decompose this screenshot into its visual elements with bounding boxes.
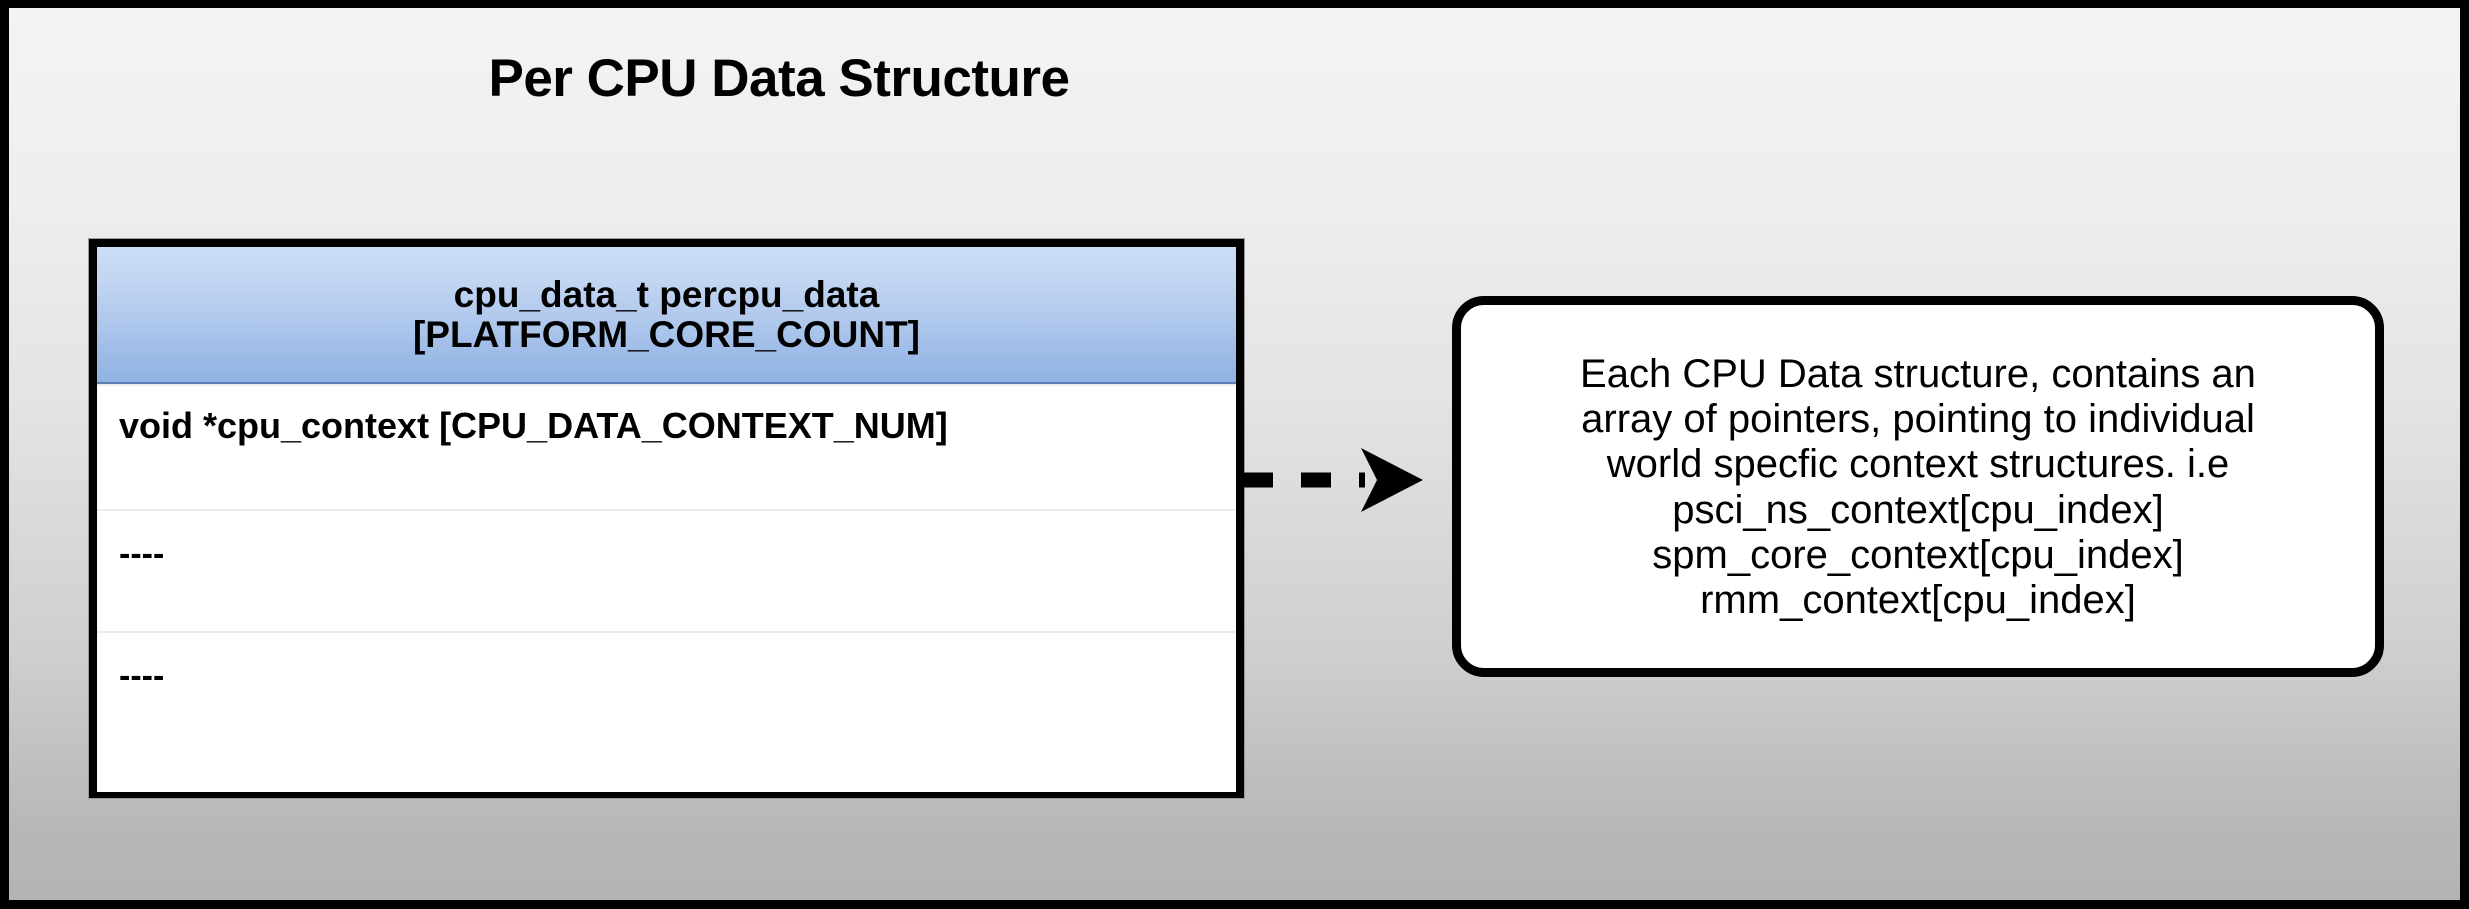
- page-title: Per CPU Data Structure: [488, 49, 1070, 108]
- note-line: world specfic context structures. i.e: [1606, 442, 2230, 487]
- table-row: ----: [97, 631, 1236, 755]
- table-row: void *cpu_context [CPU_DATA_CONTEXT_NUM]: [97, 384, 1236, 509]
- dashed-arrow-icon: [1241, 440, 1431, 520]
- struct-field-placeholder-1: ----: [119, 535, 165, 573]
- note-line: psci_ns_context[cpu_index]: [1672, 487, 2164, 532]
- diagram-canvas: Per CPU Data Structure cpu_data_t percpu…: [9, 8, 2460, 900]
- struct-field-placeholder-2: ----: [119, 657, 165, 695]
- note-line: array of pointers, pointing to individua…: [1581, 397, 2255, 442]
- note-line: spm_core_context[cpu_index]: [1652, 532, 2184, 577]
- callout-note: Each CPU Data structure, contains an arr…: [1452, 296, 2384, 677]
- percpu-data-struct-table: cpu_data_t percpu_data [PLATFORM_CORE_CO…: [89, 239, 1244, 798]
- struct-header-line-1: cpu_data_t percpu_data: [453, 273, 880, 315]
- note-line: rmm_context[cpu_index]: [1700, 577, 2136, 622]
- struct-header-line-2: [PLATFORM_CORE_COUNT]: [412, 313, 920, 355]
- note-line: Each CPU Data structure, contains an: [1580, 351, 2256, 396]
- struct-table-header: cpu_data_t percpu_data [PLATFORM_CORE_CO…: [97, 247, 1236, 384]
- table-row: ----: [97, 509, 1236, 631]
- struct-field-cpu-context: void *cpu_context [CPU_DATA_CONTEXT_NUM]: [119, 405, 948, 446]
